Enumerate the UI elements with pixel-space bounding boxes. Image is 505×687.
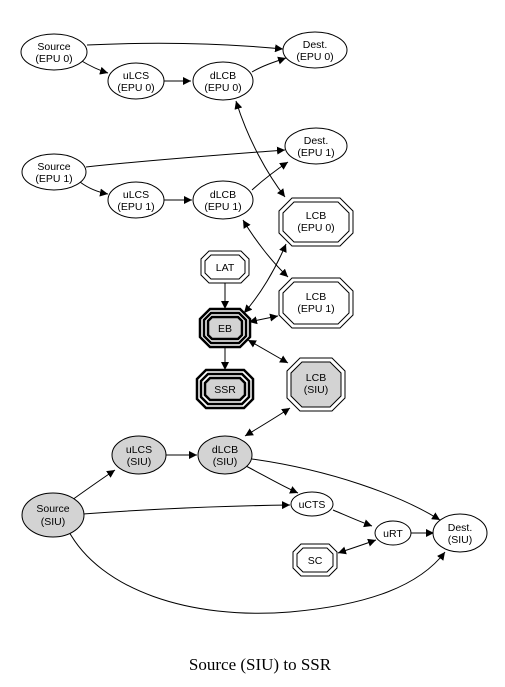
node-label: uCTS — [299, 499, 326, 511]
node-dlcb-epu0: dLCB (EPU 0) — [192, 61, 254, 101]
node-label: uLCS — [123, 70, 149, 82]
node-sublabel: (SIU) — [41, 516, 66, 528]
node-lcb-epu0: LCB (EPU 0) — [278, 197, 354, 247]
node-ulcs-epu1: uLCS (EPU 1) — [107, 181, 165, 219]
edge-dlcb-epu1-to-dest-epu1 — [251, 161, 289, 191]
node-lcb-epu1: LCB (EPU 1) — [278, 277, 354, 329]
node-label: uRT — [383, 528, 403, 540]
node-label: LCB — [306, 210, 326, 222]
node-sublabel: (SIU) — [127, 456, 152, 468]
node-label: Dest. — [303, 39, 328, 51]
node-lat: LAT — [200, 250, 250, 284]
node-sublabel: (EPU 1) — [297, 303, 334, 315]
edge-source-siu-to-dest-siu — [67, 529, 446, 614]
edge-eb-to-lcb-epu0 — [243, 243, 287, 314]
nodes: Source (EPU 0) Dest. (EPU 0) uLCS (EPU 0… — [20, 31, 488, 577]
node-label: Dest. — [448, 522, 473, 534]
node-label: Source — [37, 161, 70, 173]
node-ucts: uCTS — [290, 491, 334, 517]
node-urt: uRT — [374, 520, 412, 546]
edge-source-epu0-to-dest-epu0 — [86, 42, 284, 53]
edge-dlcb-epu0-to-dest-epu0 — [251, 56, 287, 73]
node-label: Source — [37, 41, 70, 53]
node-ulcs-siu: uLCS (SIU) — [111, 435, 167, 475]
edge-source-epu1-to-ulcs-epu1 — [79, 181, 109, 197]
node-sublabel: (SIU) — [213, 456, 238, 468]
edge-eb-to-lcb-epu1 — [248, 313, 279, 325]
edge-dlcb-siu-to-lcb-siu — [244, 407, 291, 437]
node-dlcb-epu1: dLCB (EPU 1) — [192, 180, 254, 220]
edge-sc-to-urt — [337, 538, 377, 555]
edge-dlcb-siu-to-dest-siu — [251, 458, 441, 521]
node-dest-siu: Dest. (SIU) — [432, 513, 488, 553]
node-sublabel: (EPU 1) — [117, 201, 154, 213]
node-label: dLCB — [212, 444, 238, 456]
node-sublabel: (SIU) — [304, 384, 329, 396]
node-label: uLCS — [126, 444, 152, 456]
node-sublabel: (EPU 1) — [35, 173, 72, 185]
node-label: SSR — [214, 384, 236, 396]
node-label: LAT — [216, 262, 235, 274]
node-dest-epu1: Dest. (EPU 1) — [284, 127, 348, 165]
node-sublabel: (EPU 0) — [297, 222, 334, 234]
node-lcb-siu: LCB (SIU) — [286, 357, 346, 412]
edge-dlcb-epu0-to-lcb-epu0 — [234, 100, 286, 198]
node-dlcb-siu: dLCB (SIU) — [197, 435, 253, 475]
node-sublabel: (EPU 0) — [204, 82, 241, 94]
node-sublabel: (EPU 1) — [204, 201, 241, 213]
edge-source-siu-to-ulcs-siu — [71, 469, 116, 501]
node-label: dLCB — [210, 70, 236, 82]
edge-ucts-to-urt — [332, 509, 373, 528]
diagram-caption: Source (SIU) to SSR — [189, 655, 332, 674]
node-dest-epu0: Dest. (EPU 0) — [282, 31, 348, 69]
node-source-epu1: Source (EPU 1) — [21, 153, 87, 191]
node-sublabel: (SIU) — [448, 534, 473, 546]
node-ulcs-epu0: uLCS (EPU 0) — [107, 62, 165, 100]
node-sublabel: (EPU 1) — [297, 147, 334, 159]
edge-source-epu0-to-ulcs-epu0 — [79, 59, 109, 75]
node-label: Dest. — [304, 135, 329, 147]
edge-eb-to-lcb-siu — [247, 339, 289, 364]
node-label: SC — [308, 555, 323, 567]
edge-source-siu-to-ucts — [82, 501, 291, 515]
node-sublabel: (EPU 0) — [296, 51, 333, 63]
node-label: Source — [36, 503, 69, 515]
node-source-siu: Source (SIU) — [21, 492, 85, 538]
node-label: LCB — [306, 291, 326, 303]
node-sc: SC — [292, 543, 338, 577]
node-eb: EB — [198, 307, 252, 349]
node-label: EB — [218, 323, 232, 335]
node-sublabel: (EPU 0) — [117, 82, 154, 94]
node-ssr: SSR — [195, 368, 255, 410]
node-sublabel: (EPU 0) — [35, 53, 72, 65]
node-label: uLCS — [123, 189, 149, 201]
edge-dlcb-siu-to-ucts — [245, 465, 299, 494]
node-source-epu0: Source (EPU 0) — [20, 33, 88, 71]
node-label: LCB — [306, 372, 326, 384]
node-label: dLCB — [210, 189, 236, 201]
edge-source-epu1-to-dest-epu1 — [85, 146, 286, 168]
edges — [67, 42, 446, 614]
